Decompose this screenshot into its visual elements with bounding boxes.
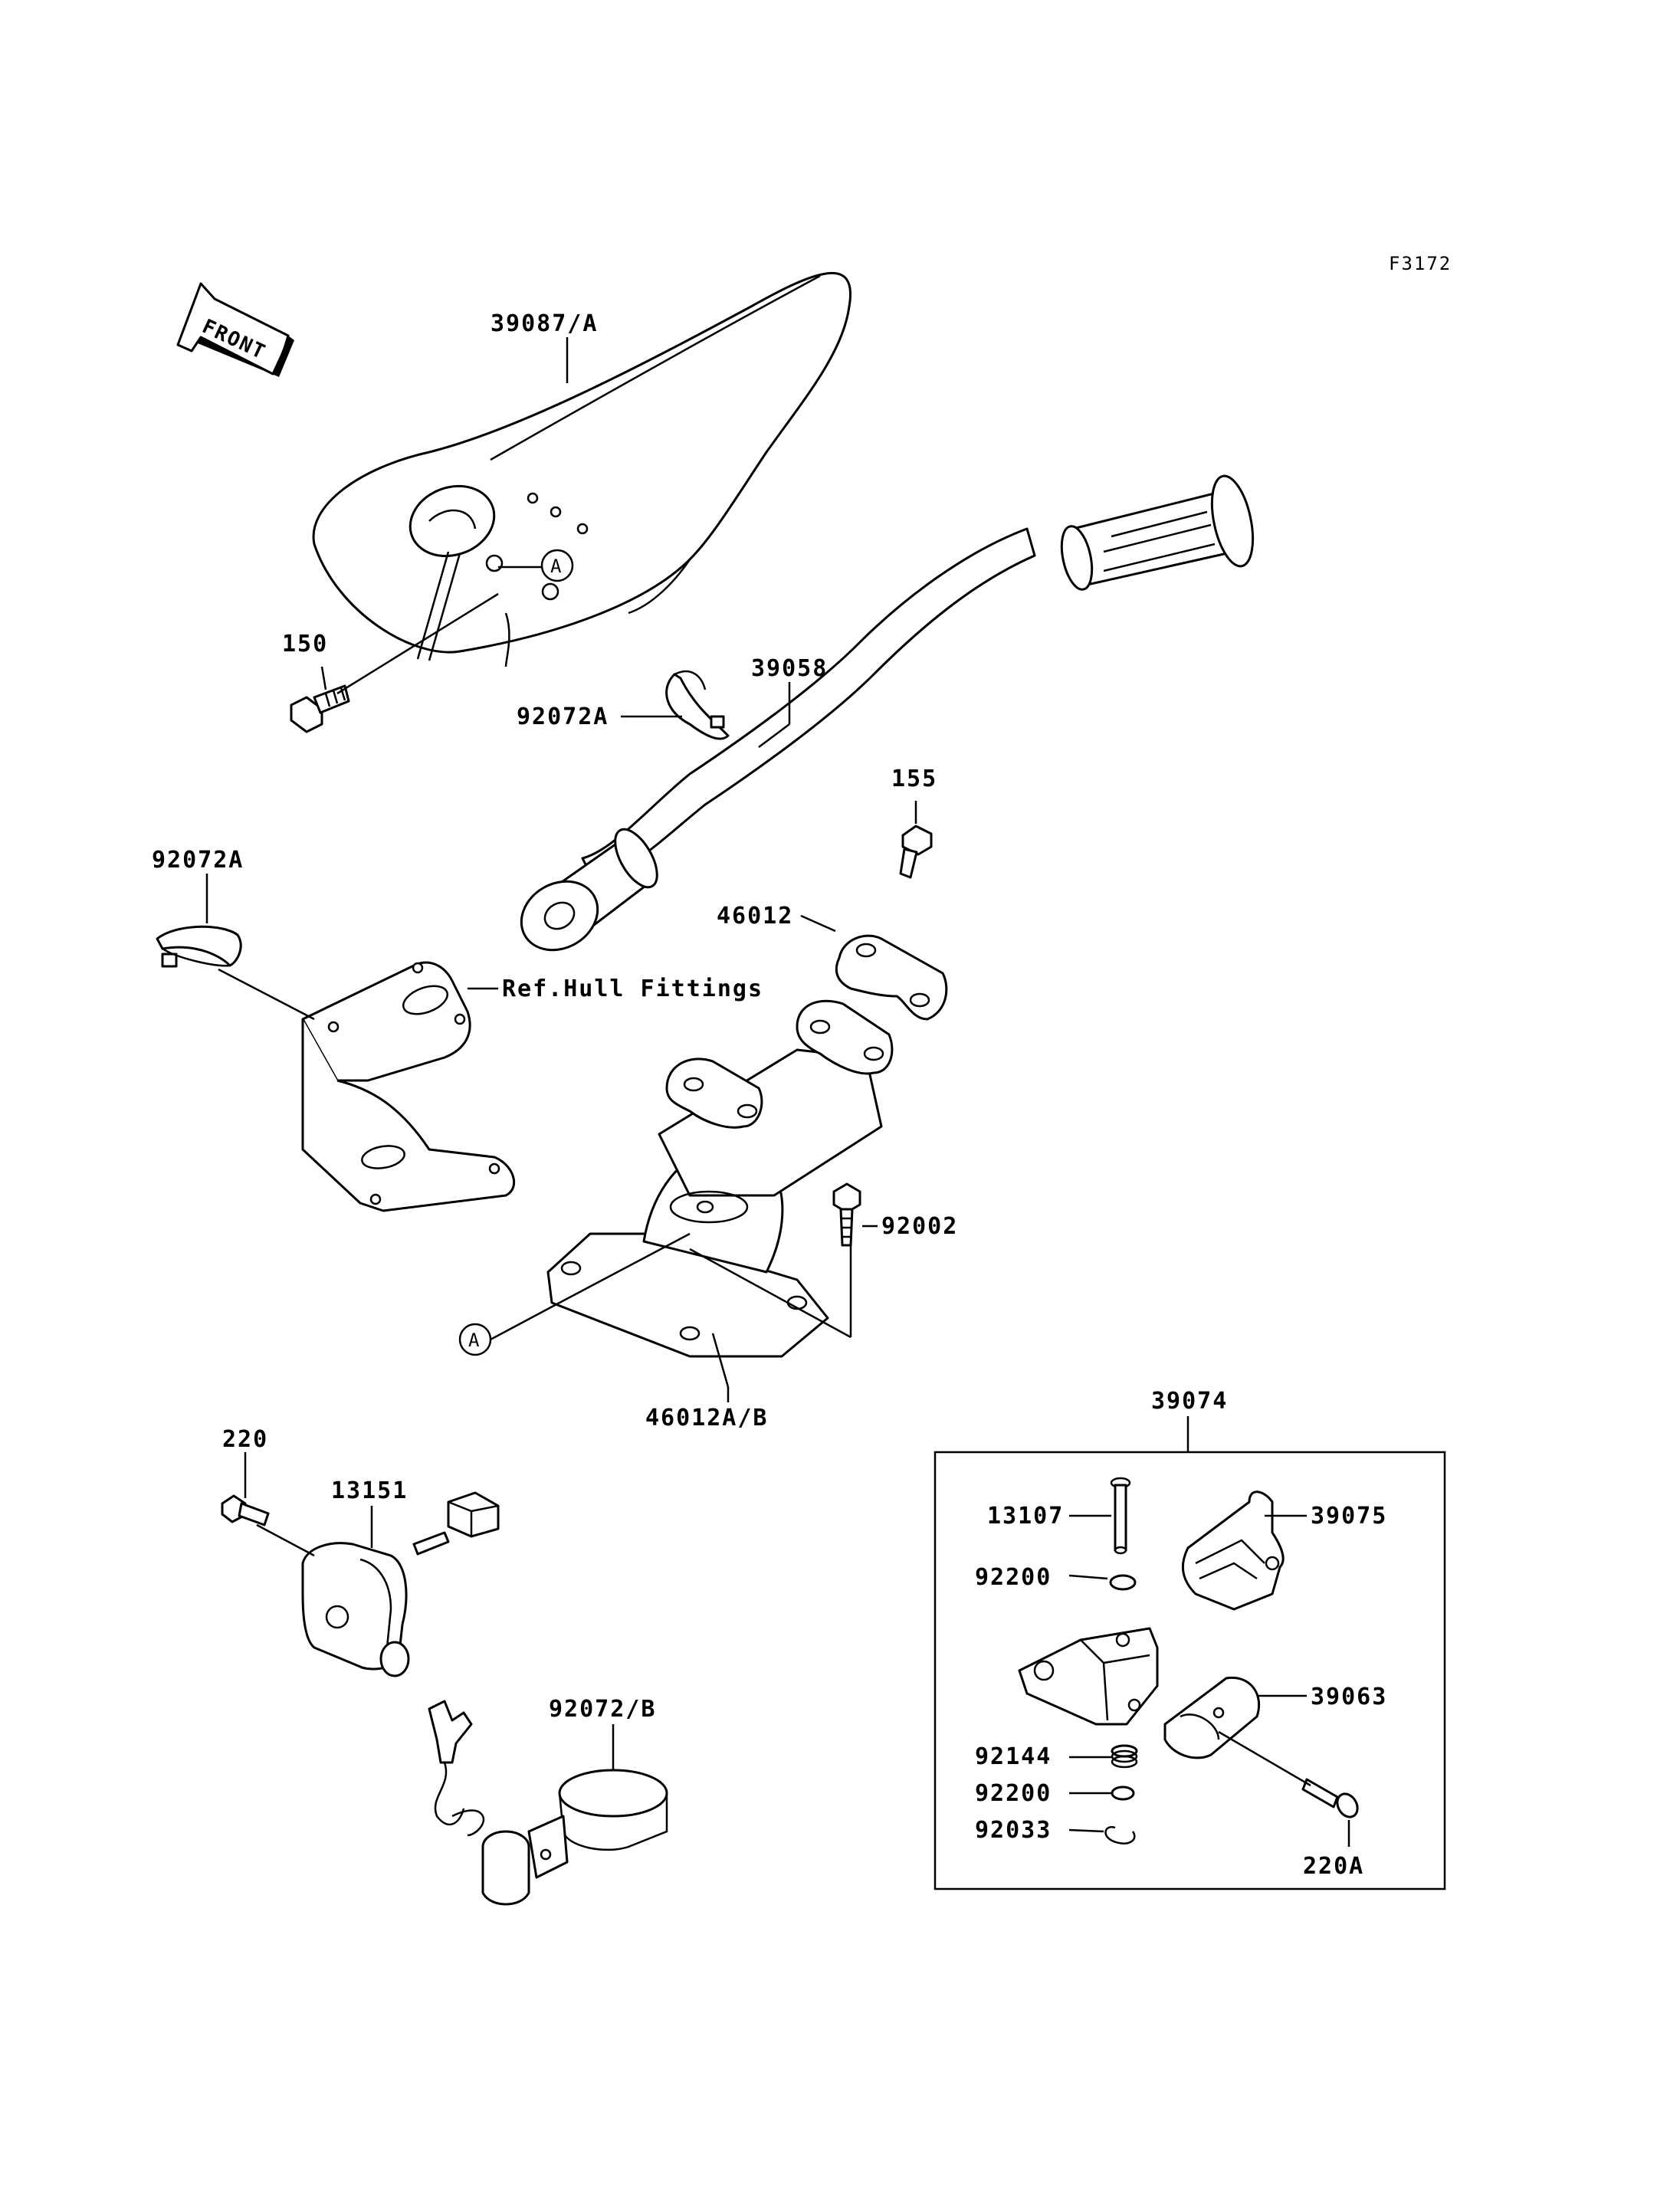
ref-marker-bottom: A [458, 1323, 492, 1356]
label-steering-base: 46012A/B [645, 1405, 769, 1431]
part-labels: 39087/A 39058 150 92072A 155 46012 92072… [152, 310, 1387, 1880]
label-screw-220: 220 [222, 1426, 268, 1453]
band-clamp-left [156, 925, 242, 968]
label-screw-220a: 220A [1303, 1853, 1364, 1880]
handlebar-cover [312, 271, 851, 667]
holder-upper-clamp [835, 934, 948, 1021]
label-circlip: 92033 [975, 1817, 1052, 1844]
label-lever: 39075 [1311, 1503, 1387, 1530]
label-band-lanyard: 92072/B [549, 1696, 656, 1723]
figure-code: F3172 [1389, 253, 1452, 274]
pin-13107 [1110, 1477, 1131, 1555]
label-pin: 13107 [987, 1503, 1064, 1530]
spring-92144 [1111, 1744, 1138, 1769]
label-bolt-150: 150 [282, 631, 328, 657]
label-ref-hull: Ref.Hull Fittings [502, 976, 763, 1002]
screw-220a [1301, 1778, 1359, 1818]
front-arrow-icon: FRONT [176, 282, 294, 377]
steering-base [546, 999, 894, 1358]
lanyard-band [428, 1700, 668, 1906]
label-washer-lower: 92200 [975, 1780, 1052, 1807]
ref-marker-top-label: A [550, 556, 563, 577]
ref-marker-bottom-label: A [468, 1330, 481, 1351]
label-cover: 39087/A [491, 310, 598, 337]
leader-lines [205, 337, 1350, 1847]
label-holder: 46012 [717, 903, 793, 930]
hull-bracket [301, 961, 516, 1212]
label-band-left: 92072A [152, 847, 244, 874]
bolt-155 [899, 825, 933, 879]
circlip-92033 [1104, 1825, 1136, 1844]
bolt-92002 [832, 1182, 861, 1247]
washer-upper [1109, 1574, 1137, 1591]
lever-bracket [1018, 1627, 1159, 1726]
handlebar [520, 474, 1255, 952]
label-switch: 13151 [331, 1477, 408, 1504]
band-clamp-top [665, 670, 730, 740]
ref-marker-top: A [540, 549, 574, 582]
label-lever-assy: 39074 [1151, 1388, 1228, 1415]
label-band-top: 92072A [517, 703, 609, 730]
lever-assy-box [934, 1451, 1446, 1890]
label-bolt-92002: 92002 [881, 1213, 958, 1240]
label-bolt-155: 155 [891, 766, 937, 792]
label-spring: 92144 [975, 1743, 1052, 1770]
switch [301, 1491, 500, 1677]
screw-220 [221, 1494, 270, 1526]
washer-lower [1111, 1785, 1135, 1801]
label-washer-upper: 92200 [975, 1564, 1052, 1591]
label-handlebar: 39058 [751, 655, 828, 682]
label-housing: 39063 [1311, 1684, 1387, 1710]
housing-39063 [1163, 1676, 1261, 1759]
lever-39075 [1181, 1490, 1285, 1611]
